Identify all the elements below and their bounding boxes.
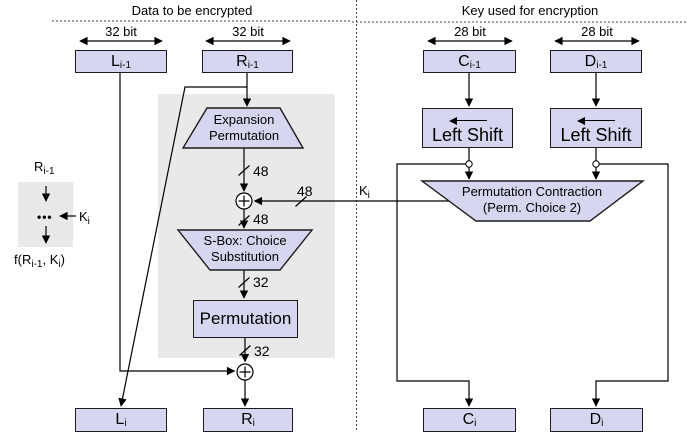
wire-label-48-expansion: 48 bbox=[253, 163, 269, 179]
register-label: R bbox=[241, 411, 253, 428]
register-subscript: i bbox=[474, 418, 477, 429]
wire-label-32-perm: 32 bbox=[254, 343, 270, 359]
left-arrow-icon bbox=[577, 116, 615, 125]
perm-contraction-line1: Permutation Contraction bbox=[461, 184, 603, 199]
permutation-label: Permutation bbox=[199, 309, 292, 328]
subkey-label: Ki bbox=[359, 183, 370, 201]
permutation-block: Permutation bbox=[193, 300, 298, 338]
expansion-line1: Expansion bbox=[213, 112, 275, 127]
left-shift-c-block: Left Shift bbox=[422, 108, 513, 148]
bitwidth-tick-icon bbox=[238, 277, 250, 288]
subkey-main: K bbox=[359, 183, 368, 198]
bitwidth-label-l: 32 bit bbox=[105, 24, 137, 39]
legend-input-subscript: i-1 bbox=[43, 166, 55, 177]
header-data: Data to be encrypted bbox=[131, 3, 253, 18]
bitwidth-tick-icon bbox=[295, 196, 307, 207]
header-key: Key used for encryption bbox=[461, 3, 599, 18]
xor2-icon bbox=[236, 363, 254, 381]
bitwidth-label-c: 28 bit bbox=[454, 24, 486, 39]
register-label: L bbox=[115, 411, 125, 428]
legend-output-label: f(Ri-1, Ki) bbox=[14, 252, 65, 270]
wire-label-48-key: 48 bbox=[297, 183, 313, 199]
register-subscript: i-1 bbox=[247, 59, 259, 71]
register-subscript: i-1 bbox=[596, 59, 608, 71]
left-shift-label: Left Shift bbox=[431, 125, 504, 145]
legend-input-label: Ri-1 bbox=[34, 159, 55, 177]
legend-f-prefix: f(R bbox=[14, 252, 32, 267]
branch-node-icon bbox=[465, 160, 473, 168]
register-label: D bbox=[584, 52, 597, 70]
register-label: D bbox=[589, 411, 602, 428]
expansion-line2: Permutation bbox=[208, 128, 280, 143]
branch-node-icon bbox=[592, 160, 600, 168]
expansion-permutation-shape bbox=[181, 107, 305, 149]
expansion-permutation-label: Expansion Permutation bbox=[183, 112, 305, 144]
legend-key-label: Ki bbox=[79, 209, 90, 227]
sbox-shape bbox=[176, 229, 314, 271]
register-label: C bbox=[458, 52, 470, 70]
legend-f-sub2: i bbox=[58, 259, 61, 270]
register-subscript: i bbox=[601, 418, 604, 429]
sbox-line2: Substitution bbox=[211, 249, 279, 264]
left-shift-d-block: Left Shift bbox=[550, 108, 642, 148]
sbox-label: S-Box: Choice Substitution bbox=[178, 233, 312, 265]
wire-loop-to-dnext bbox=[591, 163, 669, 407]
legend-key-subscript: i bbox=[87, 216, 90, 227]
perm-contraction-line2: (Perm. Choice 2) bbox=[482, 200, 582, 215]
sbox-line1: S-Box: Choice bbox=[203, 233, 287, 248]
wire-loop-to-cnext bbox=[396, 163, 474, 407]
left-arrow-icon bbox=[448, 116, 487, 125]
bitwidth-tick-icon bbox=[238, 215, 250, 226]
left-shift-label: Left Shift bbox=[560, 125, 632, 145]
wire-label-48-xor: 48 bbox=[253, 211, 269, 227]
register-subscript: i bbox=[252, 418, 255, 429]
register-label: R bbox=[236, 52, 248, 70]
subkey-subscript: i bbox=[367, 190, 370, 201]
register-label: C bbox=[462, 411, 475, 428]
register-subscript: i-1 bbox=[469, 59, 481, 71]
wire-rprev-to-lnext bbox=[118, 86, 247, 407]
register-label: L bbox=[110, 52, 120, 70]
xor1-icon bbox=[235, 192, 253, 210]
bitwidth-label-d: 28 bit bbox=[581, 24, 613, 39]
legend-input-main: R bbox=[34, 159, 44, 174]
ellipsis-icon: ••• bbox=[37, 210, 53, 224]
legend-f-suffix: ) bbox=[60, 252, 65, 267]
bitwidth-tick-icon bbox=[239, 345, 251, 356]
wire-label-32-sbox: 32 bbox=[253, 274, 269, 290]
legend-key-main: K bbox=[79, 209, 88, 224]
bitwidth-label-r: 32 bit bbox=[232, 24, 264, 39]
bitwidth-tick-icon bbox=[238, 165, 250, 176]
register-subscript: i bbox=[124, 418, 127, 429]
legend-f-sub1: i-1 bbox=[31, 259, 43, 270]
register-subscript: i-1 bbox=[119, 59, 132, 71]
wire-lprev-to-xor2 bbox=[119, 73, 236, 376]
permutation-contraction-shape bbox=[419, 180, 646, 222]
legend-f-mid: , K bbox=[42, 252, 59, 267]
permutation-contraction-label: Permutation Contraction (Perm. Choice 2) bbox=[432, 184, 632, 216]
